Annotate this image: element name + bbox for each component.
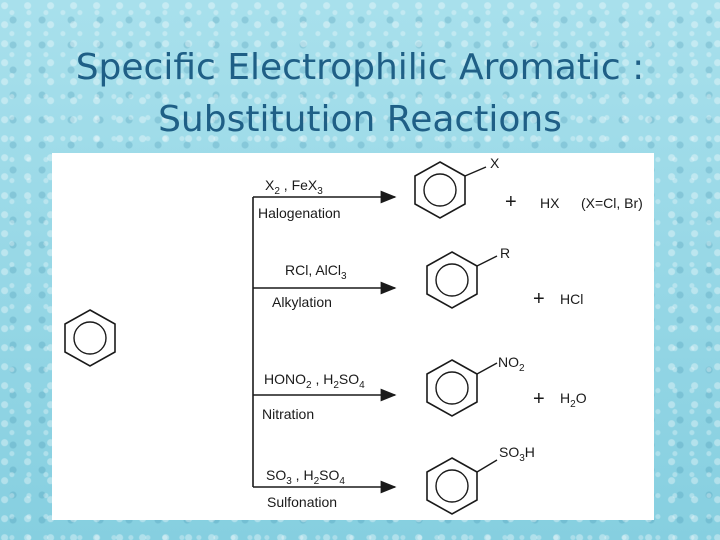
halogen-note: (X=Cl, Br) bbox=[581, 195, 643, 211]
byproduct-hx: HX bbox=[540, 195, 560, 211]
substituent-halogen: X bbox=[490, 155, 500, 171]
byproduct-hcl: HCl bbox=[560, 291, 583, 307]
reaction-name-nitration: Nitration bbox=[262, 406, 314, 422]
product-halobenzene bbox=[414, 161, 487, 219]
title-line-1: Specific Electrophilic Aromatic : bbox=[75, 47, 645, 88]
reagent-nitration: HONO2 , H2SO4 bbox=[264, 371, 365, 391]
product-nitrobenzene bbox=[426, 359, 498, 417]
reagent-sulfonation: SO3 , H2SO4 bbox=[266, 467, 345, 487]
title-line-2: Substitution Reactions bbox=[158, 99, 562, 140]
substituent-sulfonic: SO3H bbox=[499, 444, 535, 464]
substituent-alkyl: R bbox=[500, 245, 510, 261]
substituent-nitro: NO2 bbox=[498, 354, 525, 374]
starting-benzene bbox=[64, 309, 116, 367]
plus-sign-halogenation: + bbox=[505, 191, 517, 213]
reaction-scheme-panel bbox=[52, 153, 654, 520]
page-title: Specific Electrophilic Aromatic : Substi… bbox=[0, 42, 720, 146]
reaction-name-alkylation: Alkylation bbox=[272, 294, 332, 310]
plus-sign-alkylation: + bbox=[533, 288, 545, 310]
product-benzenesulfonic-acid bbox=[426, 457, 498, 515]
product-alkylbenzene bbox=[426, 251, 498, 309]
reaction-name-sulfonation: Sulfonation bbox=[267, 494, 337, 510]
reagent-alkylation: RCl, AlCl3 bbox=[285, 262, 347, 282]
plus-sign-nitration: + bbox=[533, 388, 545, 410]
reaction-name-halogenation: Halogenation bbox=[258, 205, 341, 221]
byproduct-water: H2O bbox=[560, 390, 587, 410]
reagent-halogenation: X2 , FeX3 bbox=[265, 177, 323, 197]
